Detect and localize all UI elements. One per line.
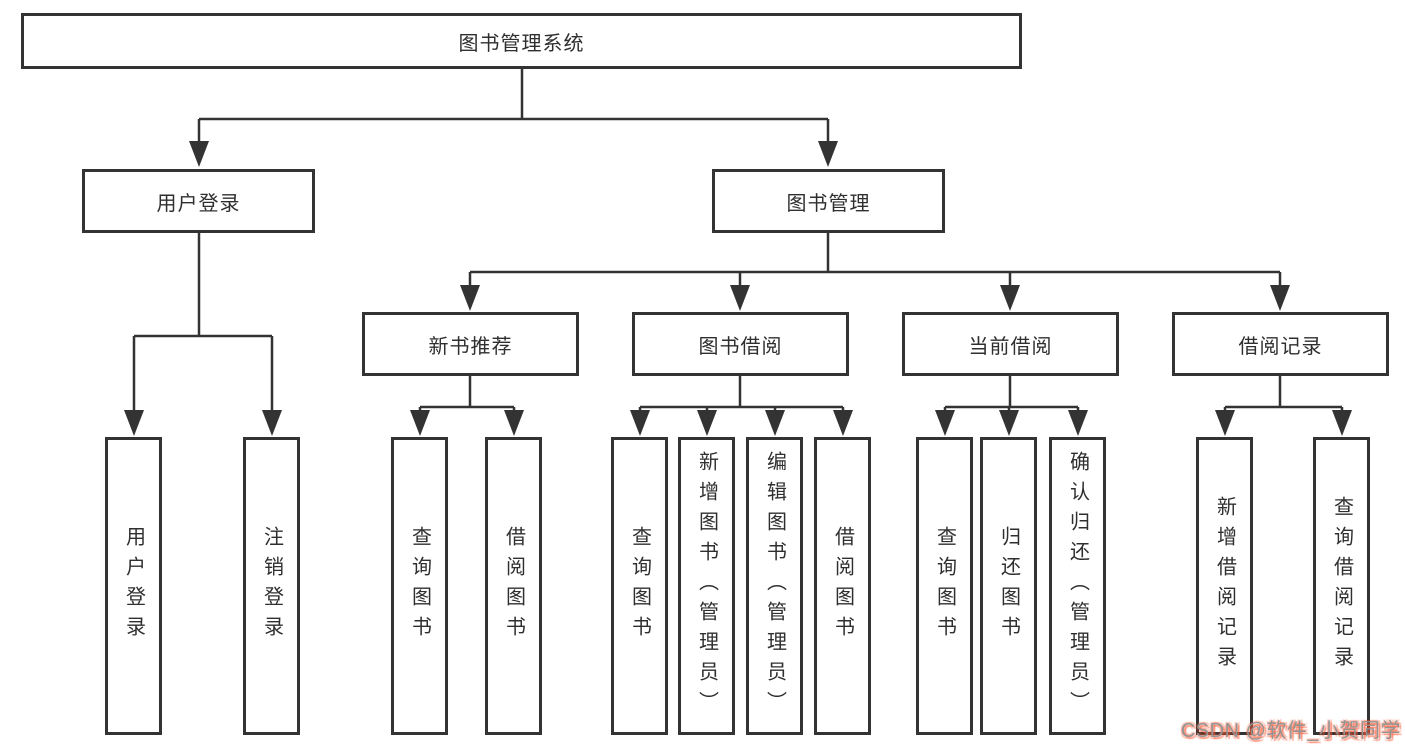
leaf-add-borrow-record: 新增借阅记录 [1196, 437, 1253, 735]
leaf-label: 归还图书 [997, 526, 1020, 646]
leaf-add-book-admin: 新增图书（管理员） [678, 437, 735, 735]
arrowhead-icon [124, 410, 144, 436]
arrowhead-icon [765, 410, 785, 436]
arrowhead-icon [697, 410, 717, 436]
edge-root-to-branches [197, 68, 830, 145]
arrowhead-icon [504, 410, 524, 436]
leaf-label: 查询图书 [628, 526, 651, 646]
leaf-label: 借阅图书 [502, 526, 525, 646]
leaf-label: 查询借阅记录 [1330, 496, 1353, 676]
edge-records-to-leaves [1223, 376, 1344, 412]
arrowhead-icon [1215, 410, 1235, 436]
leaf-confirm-return-admin: 确认归还（管理员） [1049, 437, 1106, 735]
arrowhead-icon [460, 285, 480, 311]
arrowhead-icon [410, 410, 430, 436]
edge-current-to-leaves [943, 376, 1080, 412]
arrowhead-icon [630, 410, 650, 436]
leaf-edit-book-admin: 编辑图书（管理员） [746, 437, 803, 735]
leaf-label: 查询图书 [933, 526, 956, 646]
edge-userlogin-to-leaves [132, 233, 274, 412]
arrowhead-icon [1068, 410, 1088, 436]
leaf-label: 查询图书 [408, 526, 431, 646]
node-user-login: 用户登录 [82, 169, 315, 233]
arrowhead-icon [1270, 285, 1290, 311]
leaf-label: 确认归还（管理员） [1066, 451, 1089, 721]
csdn-watermark: CSDN @软件_小贺同学 [1180, 720, 1401, 742]
arrowhead-icon [262, 410, 282, 436]
arrowhead-icon [818, 141, 838, 167]
leaf-label: 新增借阅记录 [1213, 496, 1236, 676]
arrowhead-icon [730, 285, 750, 311]
arrowhead-icon [189, 141, 209, 167]
arrowheads [124, 141, 1352, 436]
leaf-label: 用户登录 [122, 526, 145, 646]
node-library-system: 图书管理系统 [21, 13, 1022, 69]
leaf-label: 新增图书（管理员） [695, 451, 718, 721]
edge-borrowmod-to-leaves [638, 376, 845, 412]
node-book-borrowing: 图书借阅 [632, 312, 849, 376]
leaf-query-book-current: 查询图书 [916, 437, 973, 735]
leaf-logout-login: 注销登录 [243, 437, 300, 735]
leaf-borrow-book-recommend: 借阅图书 [485, 437, 542, 735]
arrowhead-icon [999, 410, 1019, 436]
arrowhead-icon [1332, 410, 1352, 436]
node-current-borrowing: 当前借阅 [902, 312, 1119, 376]
leaf-query-book-borrow: 查询图书 [611, 437, 668, 735]
leaf-label: 注销登录 [260, 526, 283, 646]
leaf-borrow-book: 借阅图书 [814, 437, 871, 735]
node-book-management: 图书管理 [712, 169, 945, 233]
edge-recommend-to-leaves [418, 376, 516, 412]
arrowhead-icon [935, 410, 955, 436]
node-borrowing-records: 借阅记录 [1172, 312, 1389, 376]
leaf-return-book: 归还图书 [980, 437, 1037, 735]
leaf-label: 编辑图书（管理员） [763, 451, 786, 721]
edge-bookmgmt-to-modules [468, 233, 1282, 288]
arrowhead-icon [833, 410, 853, 436]
leaf-query-book-recommend: 查询图书 [391, 437, 448, 735]
node-new-book-recommendation: 新书推荐 [362, 312, 579, 376]
leaf-user-login: 用户登录 [105, 437, 162, 735]
leaf-label: 借阅图书 [831, 526, 854, 646]
leaf-query-borrow-record: 查询借阅记录 [1313, 437, 1370, 735]
arrowhead-icon [1000, 285, 1020, 311]
